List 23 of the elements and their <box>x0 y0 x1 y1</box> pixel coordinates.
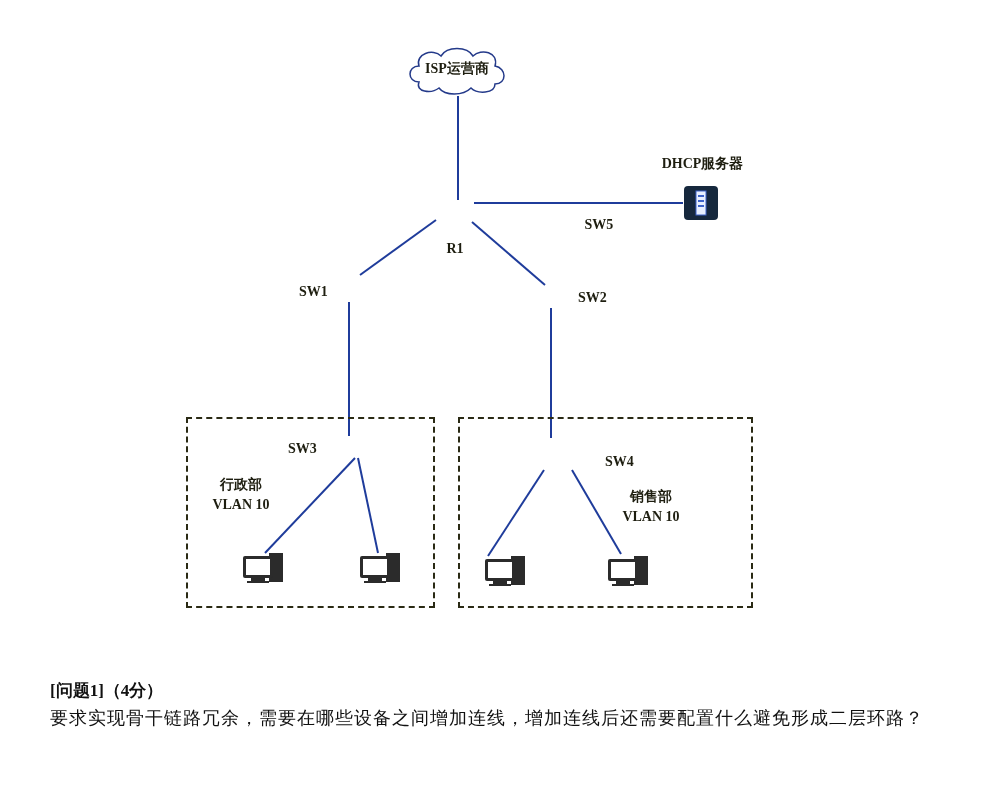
server-label: DHCP服务器 <box>660 155 745 173</box>
device-label: SW1 <box>299 284 328 300</box>
cloud-label: ISP运营商 <box>424 60 490 78</box>
link-line <box>473 202 684 204</box>
link-line <box>550 307 552 439</box>
device-label: SW4 <box>605 454 634 470</box>
device-label: SW3 <box>288 441 317 457</box>
department-label: 行政部 VLAN 10 <box>211 476 271 514</box>
dashed-group-box <box>186 417 435 608</box>
link-line <box>357 457 379 554</box>
dashed-group-box <box>458 417 753 608</box>
device-label: SW2 <box>578 290 607 306</box>
link-line <box>348 301 350 437</box>
link-line <box>471 221 546 286</box>
device-label: R1 <box>445 241 465 257</box>
link-line <box>487 469 545 557</box>
department-label: 销售部 VLAN 10 <box>621 488 681 526</box>
link-line <box>571 469 622 555</box>
link-line <box>264 457 356 554</box>
question-heading: [问题1]（4分） <box>50 680 165 702</box>
question-text: 要求实现骨干链路冗余，需要在哪些设备之间增加连线，增加连线后还需要配置什么避免形成二层环路？ <box>50 707 925 730</box>
link-line <box>359 219 437 276</box>
link-line <box>457 95 459 201</box>
